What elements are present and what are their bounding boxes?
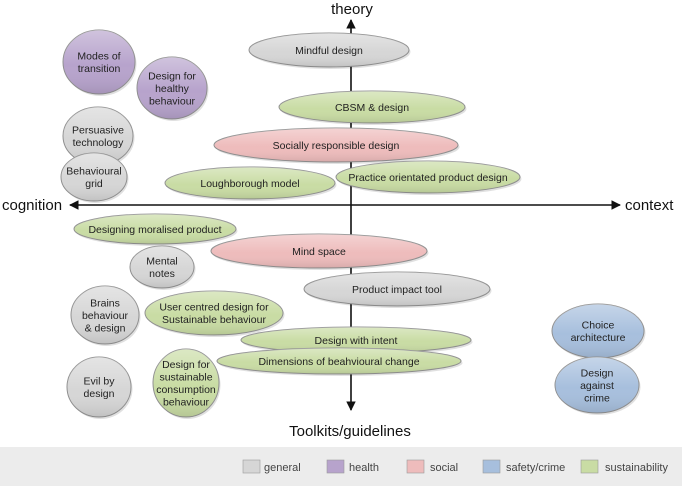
node-label: behaviour (82, 310, 129, 322)
node-label: healthy (155, 83, 190, 95)
node-label: Designing moralised product (88, 224, 221, 236)
node-dimensions-of-behavioural-change: Dimensions of beahvioural change (216, 347, 463, 376)
node-label: Evil by (84, 376, 116, 388)
axis-label-top: theory (331, 1, 373, 18)
node-sheen (145, 291, 283, 335)
node-label: crime (584, 392, 610, 404)
node-label: Mind space (292, 246, 346, 258)
legend-label-general: general (264, 462, 301, 474)
node-label: Brains (90, 297, 120, 309)
legend-swatch-sustainability (580, 459, 599, 474)
node-sheen (249, 33, 409, 67)
node-label: behaviour (149, 95, 196, 107)
node-label: behaviour (163, 397, 210, 409)
legend-swatch-safety-crime (482, 459, 501, 474)
node-sheen (217, 348, 461, 374)
node-label: Product impact tool (352, 284, 442, 296)
node-sheen (71, 286, 139, 344)
node-sheen (61, 153, 127, 201)
node-sheen (214, 128, 458, 162)
node-sheen (67, 357, 131, 417)
node-sheen (336, 161, 520, 193)
node-label: consumption (156, 384, 216, 396)
legend-label-safety-crime: safety/crime (506, 462, 565, 474)
node-socially-responsible-design: Socially responsible design (213, 127, 460, 164)
node-sheen (165, 167, 335, 199)
node-label: Sustainable behaviour (162, 314, 266, 326)
node-label: Practice orientated product design (348, 172, 508, 184)
node-label: Socially responsible design (273, 140, 400, 152)
node-design-for-sustainable-consumption: Design forsustainableconsumptionbehaviou… (152, 348, 221, 419)
node-label: Design (581, 367, 614, 379)
node-designing-moralised-product: Designing moralised product (73, 213, 238, 246)
node-label: Loughborough model (200, 178, 299, 190)
legend-swatch-social (406, 459, 425, 474)
node-label: Design with intent (315, 335, 398, 347)
node-sheen (153, 349, 219, 417)
legend-swatch-health (326, 459, 345, 474)
node-label: Design for (162, 359, 210, 371)
node-sheen (137, 57, 207, 119)
node-label: design (84, 388, 115, 400)
node-sheen (279, 91, 465, 123)
node-label: CBSM & design (335, 102, 409, 114)
axis-label-left: cognition (2, 197, 62, 214)
node-practice-orientated-product-design: Practice orientated product design (335, 160, 522, 195)
legend-label-social: social (430, 462, 458, 474)
node-label: Modes of (77, 51, 120, 63)
legend-label-health: health (349, 462, 379, 474)
node-sheen (63, 107, 133, 165)
node-label: Mindful design (295, 45, 363, 57)
node-sheen (74, 214, 236, 244)
node-label: & design (85, 322, 126, 334)
node-label: notes (149, 268, 175, 280)
node-sheen (211, 234, 427, 268)
legend-label-sustainability: sustainability (605, 462, 668, 474)
node-label: against (580, 380, 614, 392)
node-label: grid (85, 178, 103, 190)
node-mind-space: Mind space (210, 233, 429, 270)
node-sheen (552, 304, 644, 358)
node-label: Behavioural (66, 166, 121, 178)
node-label: Choice (582, 320, 615, 332)
node-label: Persuasive (72, 125, 124, 137)
legend-swatch-general (242, 459, 261, 474)
axis-label-right: context (625, 197, 674, 214)
node-cbsm-design: CBSM & design (278, 90, 467, 125)
node-mindful-design: Mindful design (248, 32, 411, 69)
node-sheen (555, 357, 639, 413)
node-label: technology (73, 137, 125, 149)
node-label: architecture (571, 332, 626, 344)
node-label: Design for (148, 70, 196, 82)
node-sheen (241, 327, 471, 353)
node-label: sustainable (159, 372, 212, 384)
node-sheen (304, 272, 490, 306)
node-sheen (130, 246, 194, 288)
node-label: transition (78, 63, 121, 75)
node-label: User centred design for (159, 302, 269, 314)
legend: general health social safety/crime sustainab… (0, 447, 682, 486)
axis-label-bottom: Toolkits/guidelines (289, 423, 411, 440)
node-label: Mental (146, 256, 178, 268)
node-label: Dimensions of beahvioural change (258, 356, 419, 368)
node-sheen (63, 30, 135, 94)
node-loughborough-model: Loughborough model (164, 166, 337, 201)
node-product-impact-tool: Product impact tool (303, 271, 492, 308)
